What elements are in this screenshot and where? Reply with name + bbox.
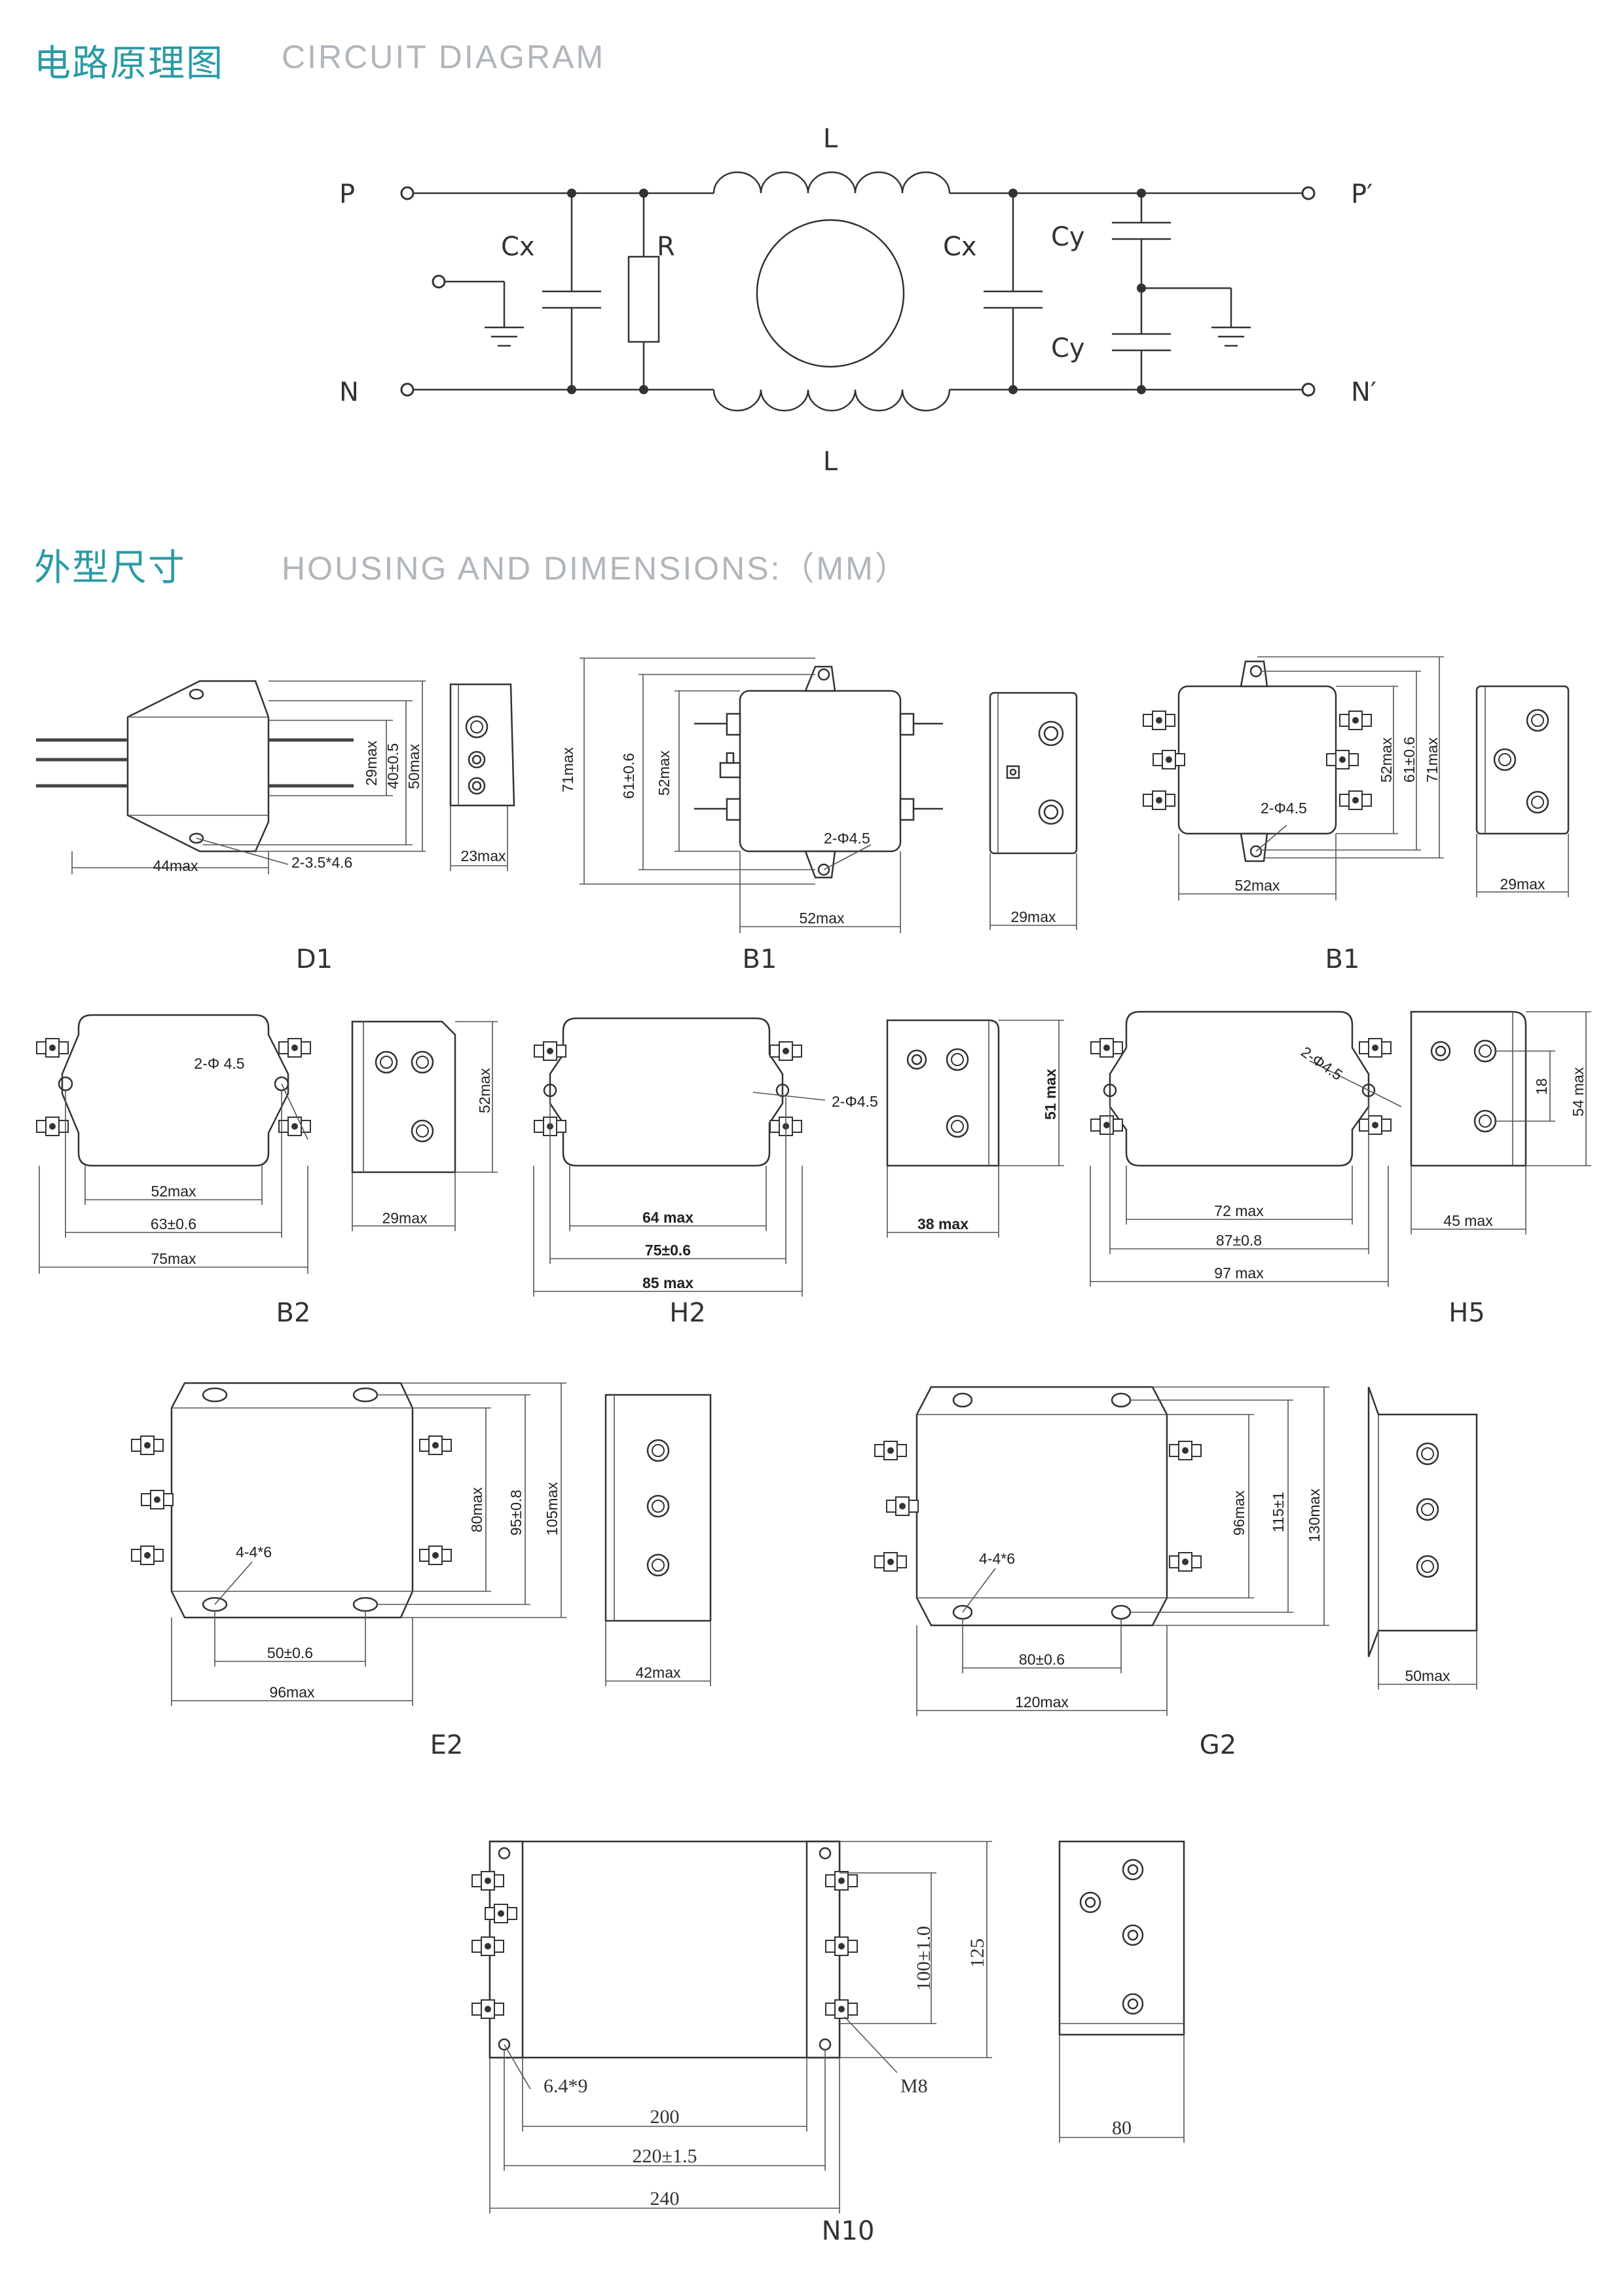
dim-h2-hole: 2-Φ4.5: [832, 1093, 878, 1110]
dim-e2-80max: 80max: [468, 1487, 485, 1532]
dim-n10-200: 200: [650, 2106, 680, 2128]
dim-b1b-hole: 2-Φ4.5: [1261, 800, 1307, 817]
dim-h2-51max: 51 max: [1042, 1069, 1059, 1120]
dim-b1b-71max: 71max: [1424, 737, 1441, 783]
drawing-h5: 2-Φ4.5 72 max 87±0.8 97 max 18 54 max 45…: [1090, 1010, 1591, 1328]
dim-h5-54max: 54 max: [1570, 1067, 1587, 1117]
section-title-circuit-en: CIRCUIT DIAGRAM: [282, 39, 606, 75]
caption-n10: N10: [822, 2216, 875, 2246]
section-title-housing-en: HOUSING AND DIMENSIONS:（MM）: [282, 550, 910, 587]
dim-b1a-hole: 2-Φ4.5: [824, 830, 870, 847]
dim-b1b-29max: 29max: [1500, 876, 1545, 893]
label-r: R: [657, 232, 675, 262]
dim-h5-18: 18: [1533, 1078, 1550, 1095]
dim-h2-85max: 85 max: [642, 1274, 693, 1291]
dim-b1a-71max: 71max: [559, 747, 576, 792]
drawing-e2: 80max 95±0.8 105max 4-4*6 50±0.6 96max 4…: [131, 1382, 712, 1760]
dim-n10-240: 240: [650, 2188, 680, 2210]
circuit-diagram: P N P′ N′ L L Cx R Cx Cy Cy: [339, 124, 1376, 477]
dim-g2-96max: 96max: [1230, 1490, 1247, 1536]
dim-e2-42max: 42max: [635, 1664, 681, 1681]
dim-e2-hole: 4-4*6: [236, 1544, 272, 1561]
label-p: P: [339, 179, 355, 210]
label-cx1: Cx: [501, 232, 535, 262]
dim-h5-72max: 72 max: [1214, 1202, 1264, 1219]
label-l-top: L: [823, 124, 838, 154]
dim-g2-hole: 4-4*6: [979, 1550, 1015, 1567]
dim-e2-105max: 105max: [544, 1482, 561, 1536]
dim-b1a-29max: 29max: [1010, 908, 1056, 925]
dim-b1a-52max: 52max: [655, 750, 673, 796]
caption-b2: B2: [276, 1298, 311, 1328]
dim-n10-hole: 6.4*9: [544, 2075, 588, 2097]
drawing-n10: 100±1.0 125 6.4*9 M8 200 220±1.5 240 80 …: [471, 1840, 1185, 2246]
dim-d1-29max: 29max: [363, 740, 380, 786]
caption-d1: D1: [296, 944, 333, 974]
dim-b2-63: 63±0.6: [151, 1215, 196, 1232]
dim-h5-45max: 45 max: [1443, 1212, 1493, 1229]
dim-b1b-61: 61±0.6: [1401, 737, 1418, 783]
dim-d1-44max: 44max: [153, 857, 198, 874]
label-n: N: [339, 377, 359, 407]
dim-h5-87: 87±0.8: [1216, 1232, 1262, 1249]
dim-b2-52max-h: 52max: [476, 1067, 493, 1113]
dim-g2-130max: 130max: [1306, 1489, 1323, 1542]
caption-g2: G2: [1200, 1730, 1236, 1760]
dim-n10-m8: M8: [900, 2075, 928, 2097]
label-cy2: Cy: [1051, 333, 1085, 363]
dim-b1b-52max-w: 52max: [1234, 877, 1280, 894]
label-cy1: Cy: [1051, 222, 1085, 252]
section-title-housing-cn: 外型尺寸: [34, 547, 186, 589]
dim-h2-38max: 38 max: [917, 1215, 969, 1232]
label-n-out: N′: [1351, 377, 1376, 407]
caption-b1-right: B1: [1325, 944, 1360, 974]
dim-b1b-52max: 52max: [1378, 737, 1395, 783]
dim-h2-75: 75±0.6: [645, 1242, 691, 1259]
label-l-bottom: L: [823, 447, 838, 477]
drawing-b2: 2-Φ 4.5 52max 63±0.6 75max 52max 29max B…: [36, 1014, 498, 1328]
label-p-out: P′: [1351, 179, 1373, 210]
dim-n10-125: 125: [967, 1938, 988, 1968]
dim-h2-64max: 64 max: [642, 1209, 693, 1226]
dim-g2-80: 80±0.6: [1019, 1651, 1065, 1668]
caption-e2: E2: [430, 1730, 464, 1760]
dim-h5-97max: 97 max: [1214, 1265, 1264, 1282]
section-title-circuit-cn: 电路原理图: [34, 43, 224, 85]
label-cx2: Cx: [943, 232, 977, 262]
dim-e2-96max: 96max: [269, 1684, 315, 1701]
dim-b2-hole: 2-Φ 4.5: [194, 1055, 244, 1072]
drawing-b1-right: 52max 61±0.6 71max 2-Φ4.5 52max 29max B1: [1143, 656, 1570, 974]
dim-b1a-61: 61±0.6: [620, 753, 637, 799]
dim-d1-hole: 2-3.5*4.6: [291, 854, 352, 871]
dim-b2-52max: 52max: [151, 1183, 196, 1200]
dim-e2-50: 50±0.6: [267, 1644, 313, 1661]
drawing-h2: 2-Φ4.5 64 max 75±0.6 85 max 51 max 38 ma…: [533, 1017, 1064, 1328]
dim-b2-29max: 29max: [382, 1210, 428, 1227]
drawing-g2: 96max 115±1 130max 4-4*6 80±0.6 120max 5…: [874, 1386, 1478, 1760]
dim-n10-100: 100±1.0: [913, 1926, 934, 1991]
dim-d1-23max: 23max: [460, 847, 506, 864]
dim-g2-50max: 50max: [1405, 1667, 1450, 1684]
caption-h2: H2: [669, 1298, 706, 1328]
dim-g2-120max: 120max: [1015, 1693, 1069, 1711]
caption-h5: H5: [1449, 1298, 1485, 1328]
dim-d1-40: 40±0.5: [384, 743, 401, 789]
dim-e2-95: 95±0.8: [507, 1490, 525, 1536]
drawing-b1-left: 71max 61±0.6 52max 2-Φ4.5 52max 29max B1: [559, 657, 1078, 974]
caption-b1-left: B1: [743, 944, 777, 974]
dim-g2-115: 115±1: [1270, 1492, 1287, 1532]
dim-d1-50max: 50max: [405, 743, 422, 789]
dim-n10-220: 220±1.5: [633, 2145, 697, 2167]
dim-b2-75max: 75max: [151, 1250, 196, 1267]
dim-b1a-52max-w: 52max: [799, 910, 845, 927]
dim-n10-80: 80: [1112, 2117, 1132, 2139]
drawing-d1: 29max 40±0.5 50max 44max 2-3.5*4.6 23max…: [36, 680, 515, 974]
